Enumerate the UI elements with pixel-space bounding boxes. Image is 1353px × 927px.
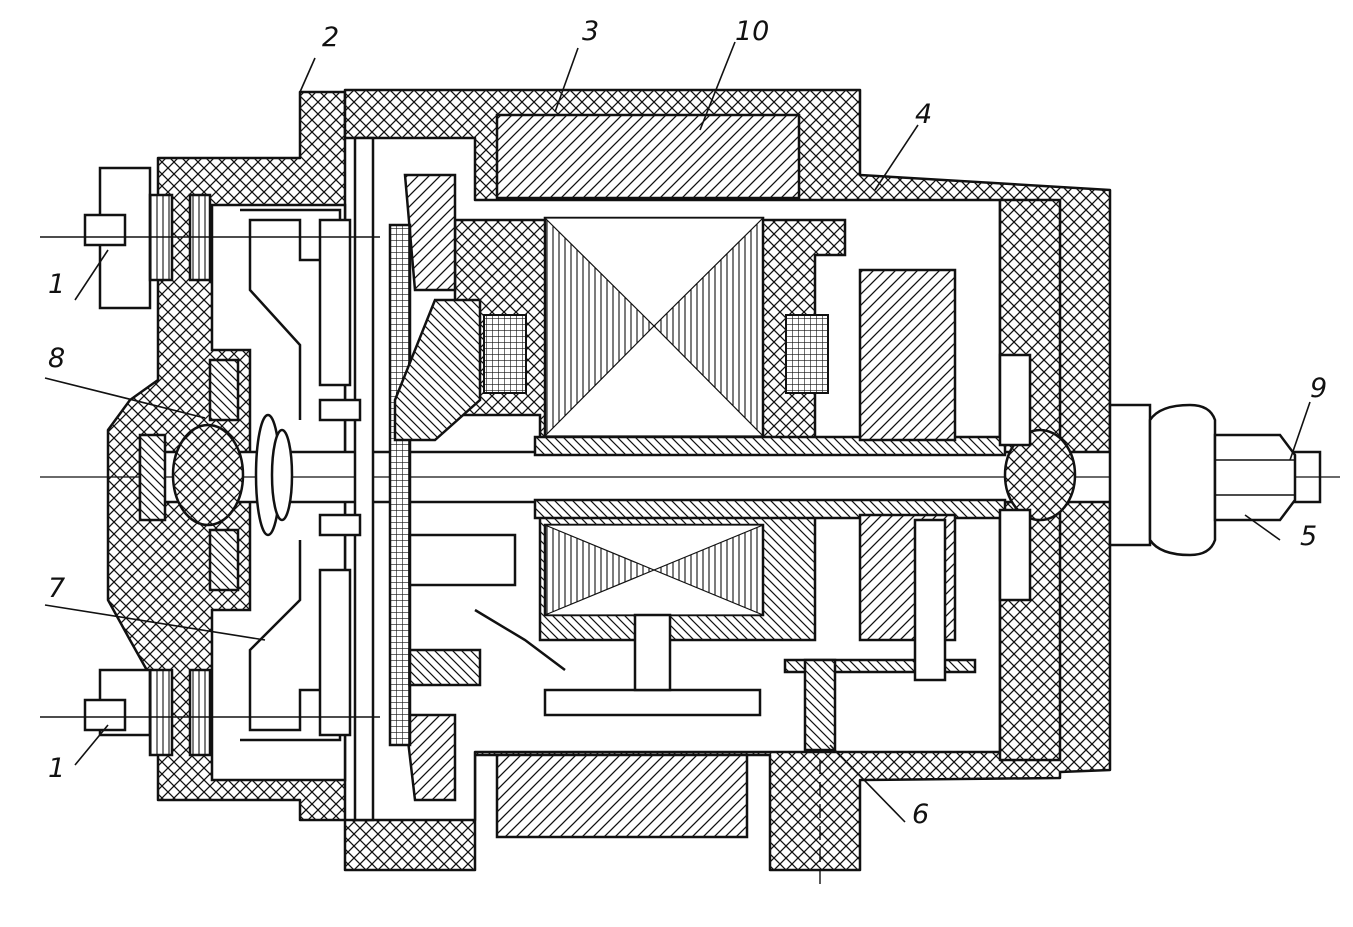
callout-4: 4 (915, 99, 932, 130)
callout-6: 6 (912, 799, 929, 830)
rotor-pole-assembly-4 (453, 216, 847, 642)
mounting-bolt-6 (803, 518, 947, 885)
callout-9: 9 (1310, 373, 1327, 404)
callout-2: 2 (322, 22, 339, 53)
stator-coil-10 (495, 113, 801, 839)
leader-lines (44, 41, 1311, 823)
callout-10: 10 (735, 16, 769, 47)
brush-plate (353, 136, 482, 822)
left-bearing-8 (138, 358, 294, 592)
callout-5: 5 (1300, 521, 1317, 552)
callout-1-bottom: 1 (48, 753, 65, 784)
callout-labels: 1 1 2 3 4 5 6 7 8 9 10 (48, 16, 1327, 830)
callout-3: 3 (582, 16, 599, 47)
brush-holder-7 (240, 208, 362, 742)
callout-8: 8 (48, 343, 65, 374)
shaft-nut-assembly (1108, 403, 1297, 557)
terminal-bolt-1 (40, 166, 380, 757)
callout-1-top: 1 (48, 269, 65, 300)
callout-7: 7 (48, 573, 65, 604)
field-winding (483, 314, 829, 394)
